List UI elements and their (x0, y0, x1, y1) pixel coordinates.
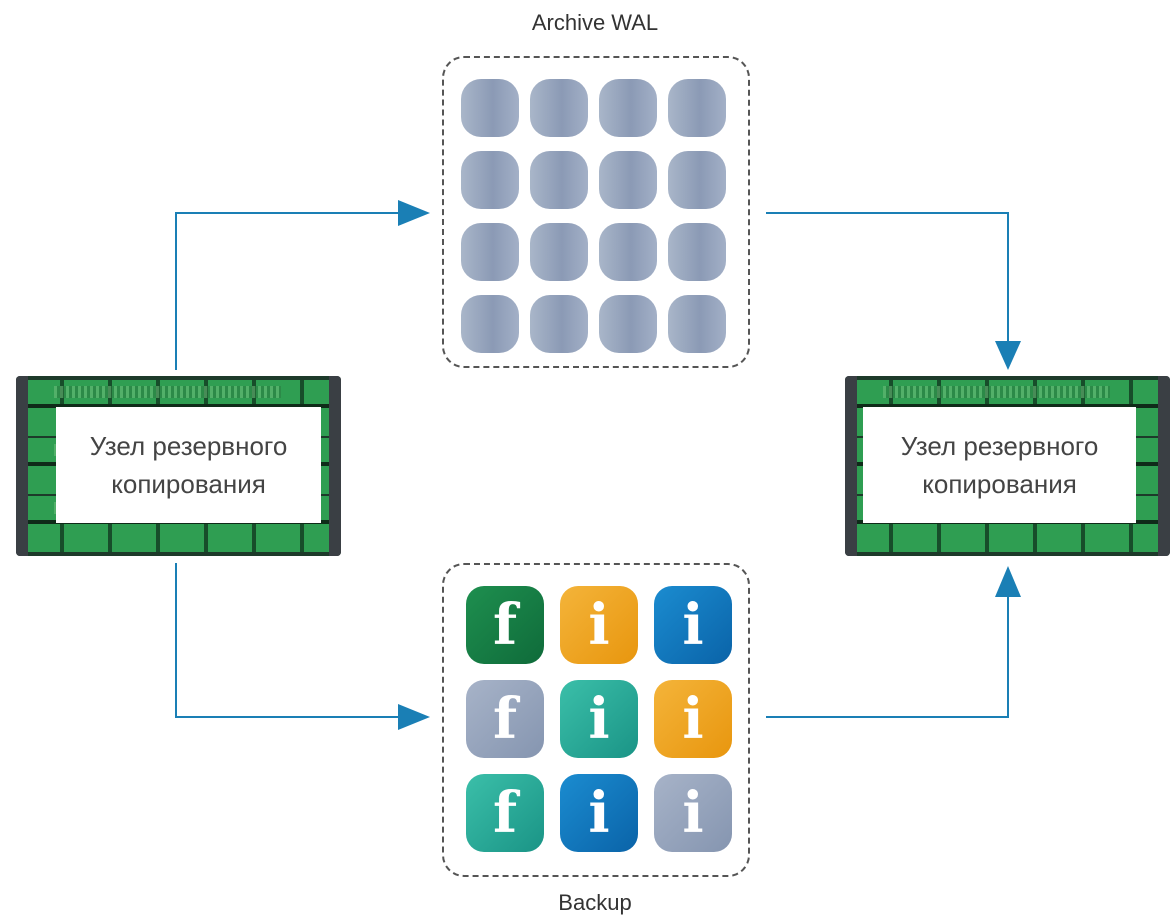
archive-wal-title: Archive WAL (531, 10, 659, 35)
node-caption: Узел резервного копирования (863, 407, 1136, 523)
file-i-icon: i (654, 680, 732, 758)
rack-handle (16, 376, 28, 556)
arrow-backup-to-right (766, 595, 1009, 718)
wal-segment-tile (461, 295, 519, 353)
wal-segment-tile (530, 295, 588, 353)
arrowhead-right-bottom (995, 566, 1021, 597)
icon-glyph: f (492, 780, 518, 846)
wal-segment-tile (530, 151, 588, 209)
arrow-left-to-backup (175, 563, 400, 718)
file-i-icon: i (560, 586, 638, 664)
arrowhead-right-top (995, 341, 1021, 370)
wal-segment-tile (668, 223, 726, 281)
wal-segment-tile (530, 223, 588, 281)
rack-handle (1158, 376, 1170, 556)
wal-segment-tile (599, 151, 657, 209)
arrow-left-to-archive (175, 212, 400, 370)
file-i-icon: i (654, 774, 732, 852)
wal-segment-tile (461, 223, 519, 281)
file-f-icon: f (466, 774, 544, 852)
wal-segment-tile (530, 79, 588, 137)
node-caption: Узел резервного копирования (56, 407, 321, 523)
file-i-icon: i (654, 586, 732, 664)
node-caption-line1: Узел резервного (900, 431, 1099, 461)
icon-glyph: i (682, 592, 704, 658)
icon-glyph: i (682, 780, 704, 846)
node-caption-line2: копирования (111, 469, 266, 499)
wal-segment-tile (668, 295, 726, 353)
rack-handle (329, 376, 341, 556)
backup-node-left: Узел резервного копирования (16, 376, 341, 556)
file-i-icon: i (560, 680, 638, 758)
arrow-archive-to-right (766, 212, 1009, 343)
icon-glyph: f (492, 592, 518, 658)
arrowhead-backup-in (398, 704, 430, 730)
wal-segment-tile (461, 79, 519, 137)
wal-segment-tile (668, 79, 726, 137)
wal-segment-tile (599, 223, 657, 281)
rack-handle (845, 376, 857, 556)
icon-glyph: f (492, 686, 518, 752)
icon-glyph: i (588, 686, 610, 752)
file-f-icon: f (466, 586, 544, 664)
arrowhead-archive-in (398, 200, 430, 226)
icon-glyph: i (588, 780, 610, 846)
node-caption-line1: Узел резервного (89, 431, 288, 461)
backup-title: Backup (558, 890, 632, 915)
backup-node-right: Узел резервного копирования (845, 376, 1170, 556)
wal-segment-tile (599, 79, 657, 137)
node-caption-line2: копирования (922, 469, 1077, 499)
wal-segment-tile (461, 151, 519, 209)
icon-glyph: i (588, 592, 610, 658)
backup-group (442, 563, 750, 877)
file-f-icon: f (466, 680, 544, 758)
wal-segment-tile (599, 295, 657, 353)
wal-segment-tile (668, 151, 726, 209)
archive-wal-group (442, 56, 750, 368)
file-i-icon: i (560, 774, 638, 852)
icon-glyph: i (682, 686, 704, 752)
